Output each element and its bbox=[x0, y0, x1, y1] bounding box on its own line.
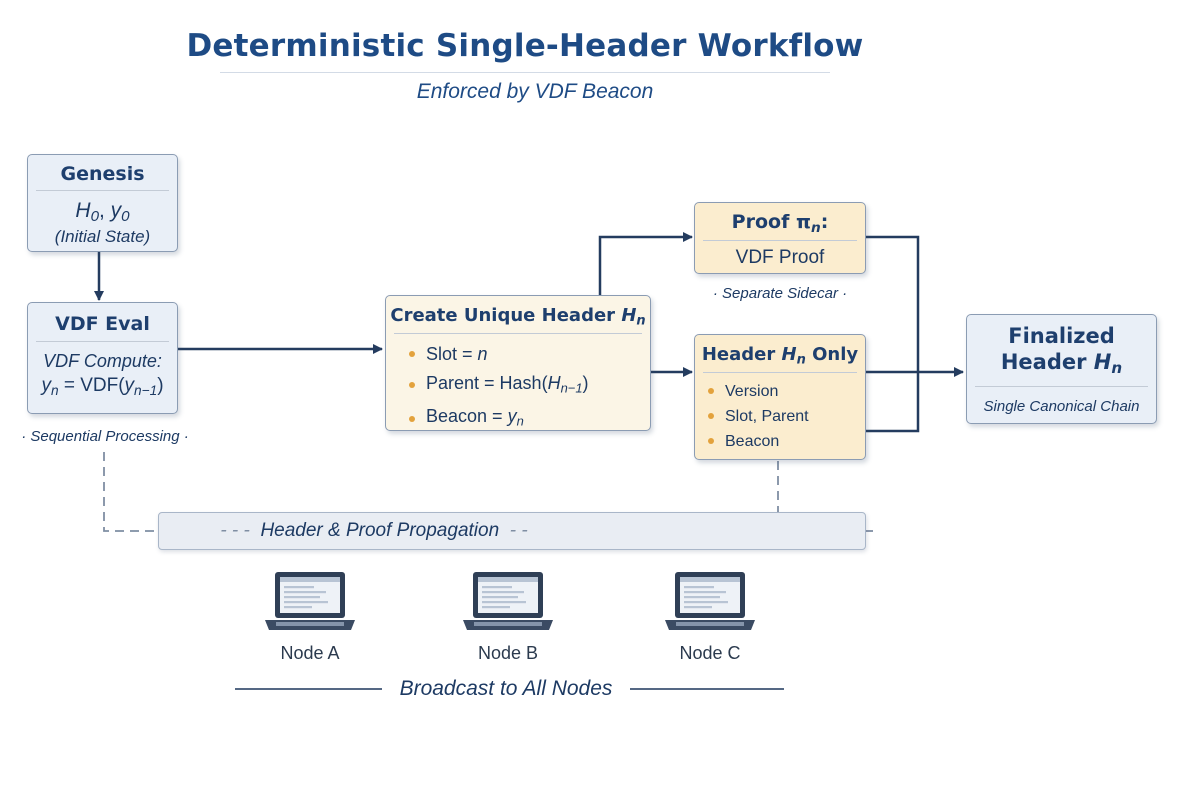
beacon-y-symbol: y bbox=[507, 406, 517, 427]
genesis-state-separator: , bbox=[99, 199, 111, 222]
vdf-y-subscript: n bbox=[50, 382, 59, 398]
dashed-vdf-to-propagation bbox=[103, 452, 160, 532]
laptop-icon bbox=[463, 572, 553, 630]
header-only-item: Version bbox=[708, 379, 865, 404]
propagation-dash-left: - - - bbox=[220, 520, 261, 541]
genesis-y-subscript: 0 bbox=[121, 208, 130, 226]
parent-label: Parent = Hash( bbox=[426, 372, 548, 393]
node-label: Node A bbox=[280, 643, 340, 663]
create-header-heading: Create Unique Header Hn bbox=[386, 305, 650, 329]
header-only-item: Slot, Parent bbox=[708, 404, 865, 429]
single-canonical-chain-caption: Single Canonical Chain bbox=[983, 398, 1140, 416]
header-only-h-subscript: n bbox=[796, 352, 806, 368]
genesis-h-subscript: 0 bbox=[90, 208, 99, 226]
proof-heading-colon: : bbox=[820, 211, 829, 233]
beacon-field: Beacon = yn bbox=[409, 402, 650, 436]
proof-heading-subscript: n bbox=[810, 219, 821, 236]
create-header-fields: Slot = n Parent = Hash(Hn−1) Beacon = yn bbox=[409, 340, 650, 436]
slot-field: Slot = n bbox=[409, 340, 650, 369]
laptop-icon bbox=[665, 572, 755, 630]
vdf-close-paren: ) bbox=[157, 375, 164, 396]
header-only-h-symbol: H bbox=[781, 344, 797, 365]
finalized-heading-line2: Header Hn bbox=[967, 349, 1156, 381]
slot-label: Slot = bbox=[426, 343, 478, 364]
line-proof-to-finalized bbox=[866, 235, 920, 433]
proof-heading: Proof πn: bbox=[695, 211, 865, 236]
proof-heading-text: Proof π bbox=[731, 211, 811, 233]
separate-sidecar-text: Separate Sidecar bbox=[722, 285, 838, 302]
genesis-y-symbol: y bbox=[110, 199, 122, 222]
sequential-processing-note: · Sequential Processing · bbox=[21, 428, 189, 445]
header-only-fields: Version Slot, Parent Beacon bbox=[708, 379, 865, 454]
propagation-text: Header & Proof Propagation bbox=[260, 520, 500, 541]
beacon-label: Beacon = bbox=[426, 406, 508, 427]
parent-close-paren: ) bbox=[582, 372, 589, 393]
propagation-label: - - - Header & Proof Propagation - - bbox=[158, 520, 590, 542]
genesis-heading: Genesis bbox=[60, 163, 145, 185]
finalized-heading-line1: Finalized bbox=[1008, 324, 1115, 348]
genesis-divider bbox=[36, 190, 169, 191]
arrow-create-to-proof bbox=[598, 232, 693, 295]
vdf-eval-box: VDF Eval VDF Compute: yn = VDF(yn−1) bbox=[27, 302, 178, 414]
header-only-divider bbox=[703, 371, 857, 373]
sequential-processing-text: Sequential Processing bbox=[30, 428, 180, 445]
vdf-arg-subscript: n−1 bbox=[134, 382, 158, 398]
vdf-eval-heading: VDF Eval bbox=[55, 313, 150, 335]
node-label: Node C bbox=[679, 643, 741, 663]
propagation-band bbox=[158, 512, 866, 550]
beacon-y-subscript: n bbox=[516, 413, 524, 429]
diagram-subtitle: Enforced by VDF Beacon bbox=[416, 80, 654, 103]
create-header-box: Create Unique Header Hn Slot = n Parent … bbox=[385, 295, 651, 431]
slot-variable: n bbox=[477, 343, 488, 364]
create-header-divider bbox=[394, 332, 642, 334]
vdf-arg-symbol: y bbox=[124, 375, 135, 396]
title-underline bbox=[220, 72, 830, 73]
vdf-eval-divider bbox=[36, 341, 169, 342]
create-header-heading-text: Create Unique Header bbox=[390, 305, 622, 326]
broadcast-label: Broadcast to All Nodes bbox=[399, 677, 613, 700]
proof-box: Proof πn: VDF Proof bbox=[694, 202, 866, 274]
vdf-proof-label: VDF Proof bbox=[735, 246, 825, 268]
genesis-note: (Initial State) bbox=[54, 227, 151, 247]
genesis-h-symbol: H bbox=[75, 199, 91, 222]
laptop-icon bbox=[265, 572, 355, 630]
header-only-heading-post: Only bbox=[805, 344, 859, 365]
proof-divider bbox=[703, 239, 857, 241]
genesis-state: H0, y0 bbox=[28, 199, 177, 225]
finalized-divider bbox=[975, 386, 1148, 388]
node-label: Node B bbox=[477, 643, 539, 663]
finalized-header-box: Finalized Header Hn Single Canonical Cha… bbox=[966, 314, 1157, 424]
vdf-formula: yn = VDF(yn−1) bbox=[28, 375, 177, 398]
finalized-h-symbol: H bbox=[1093, 350, 1112, 374]
parent-h-symbol: H bbox=[547, 372, 561, 393]
parent-h-subscript: n−1 bbox=[560, 380, 583, 396]
header-only-heading: Header Hn Only bbox=[695, 344, 865, 368]
header-only-heading-pre: Header bbox=[701, 344, 782, 365]
header-only-box: Header Hn Only Version Slot, Parent Beac… bbox=[694, 334, 866, 460]
vdf-y-symbol: y bbox=[41, 375, 51, 396]
finalized-heading-pre: Header bbox=[1000, 350, 1094, 374]
header-only-item: Beacon bbox=[708, 429, 865, 454]
create-header-h-symbol: H bbox=[621, 305, 637, 326]
diagram-title: Deterministic Single-Header Workflow bbox=[186, 28, 864, 64]
parent-field: Parent = Hash(Hn−1) bbox=[409, 369, 650, 403]
separate-sidecar-note: · Separate Sidecar · bbox=[712, 285, 848, 302]
propagation-dash-right: - - bbox=[499, 520, 528, 541]
vdf-compute-label: VDF Compute: bbox=[43, 351, 162, 371]
genesis-box: Genesis H0, y0 (Initial State) bbox=[27, 154, 178, 252]
finalized-h-subscript: n bbox=[1111, 359, 1123, 378]
create-header-h-subscript: n bbox=[636, 313, 646, 329]
vdf-equals: = VDF( bbox=[58, 375, 125, 396]
